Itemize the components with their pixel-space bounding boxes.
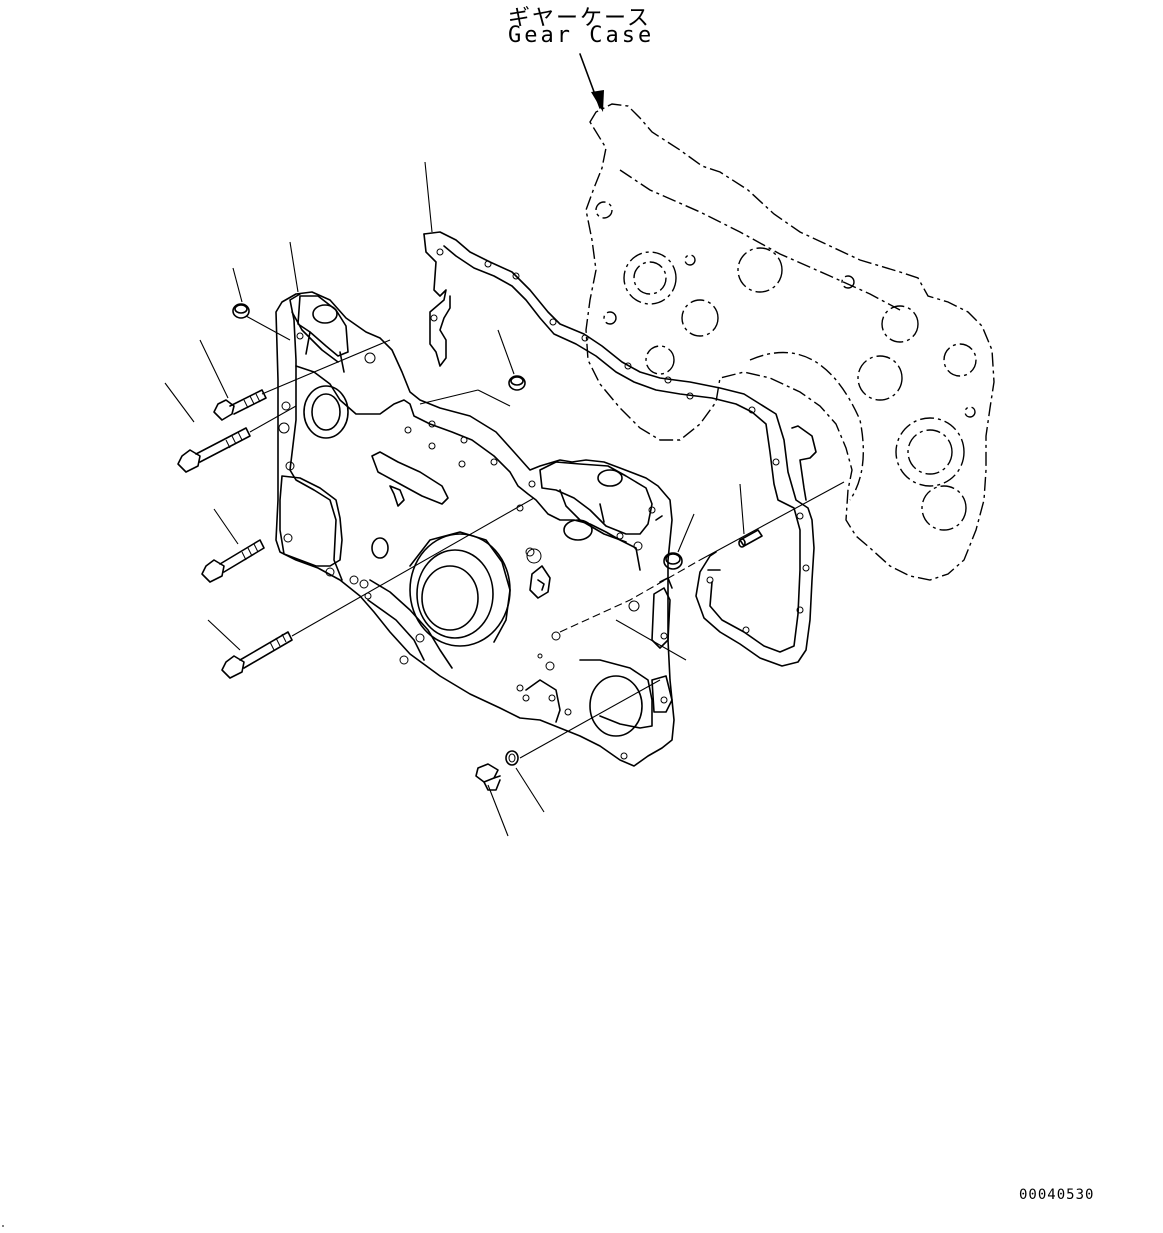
plug-top (232, 303, 250, 319)
leader-lines (164, 161, 745, 837)
drawing-code: 00040530 (1019, 1187, 1095, 1203)
front-cover (275, 291, 675, 767)
gasket (423, 231, 817, 667)
dowel-pin (738, 529, 763, 548)
plug-right (663, 552, 683, 570)
gear-case-arrow (579, 53, 604, 112)
washer (505, 750, 519, 766)
gear-case-label-en: Gear Case (508, 23, 655, 48)
bolt-2 (177, 427, 251, 473)
bolt-1 (213, 389, 267, 421)
bolt-4 (221, 631, 293, 679)
bolt-5 (475, 763, 501, 791)
gear-case-label-jp: ギヤーケース (508, 6, 651, 31)
bolt-3 (201, 539, 265, 583)
alignment-lines (245, 315, 845, 759)
plug-mid (508, 375, 526, 391)
gear-case-phantom (585, 103, 995, 581)
